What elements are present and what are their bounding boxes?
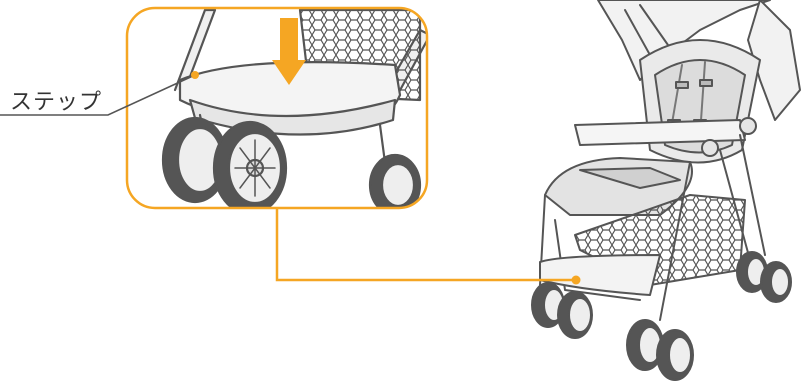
step-label: ステップ [10, 84, 102, 116]
stroller-illustration [532, 0, 800, 380]
leader-dot-zoom [191, 71, 199, 79]
leader-dot-stroller [572, 276, 581, 285]
zoom-connector-line [277, 208, 576, 280]
